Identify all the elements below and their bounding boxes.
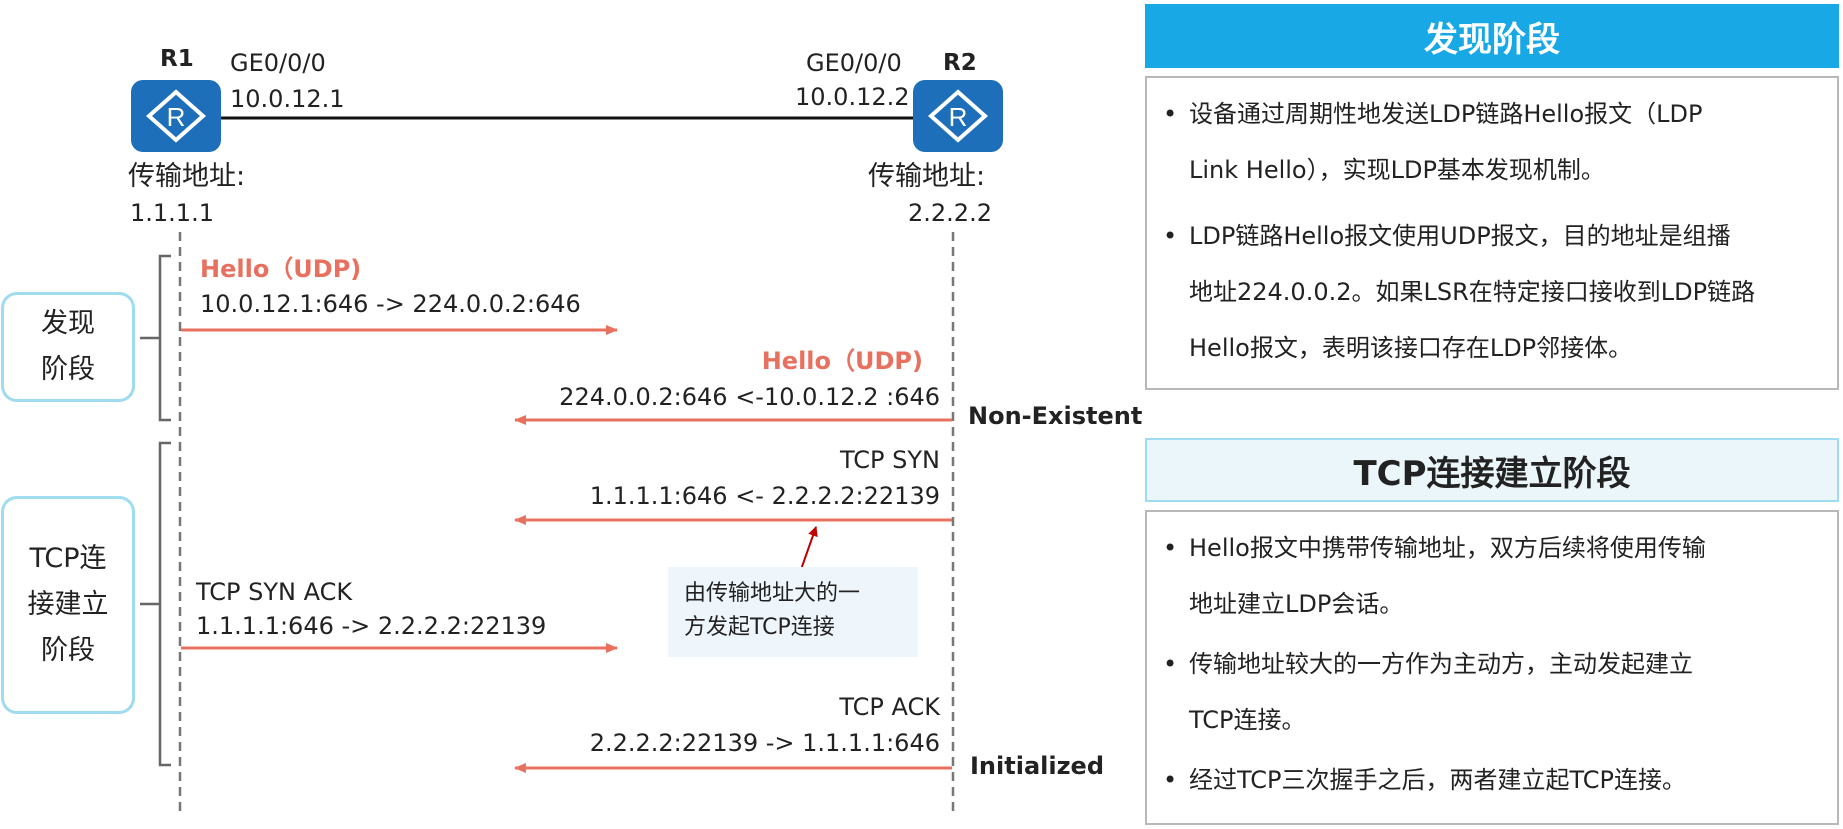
tcp-initiator-note-text: 由传输地址大的一 方发起TCP连接: [684, 581, 861, 640]
discovery-phase-box: 发现 阶段: [1, 292, 135, 402]
tcp-bracket: [140, 441, 171, 767]
tcp-phase-label: TCP连 接建立 阶段: [27, 543, 109, 666]
tcp-ack-title: TCP ACK: [839, 693, 940, 721]
r1-ip: 10.0.12.1: [230, 85, 345, 113]
tcp-initiator-note: 由传输地址大的一 方发起TCP连接: [668, 567, 918, 657]
router-glyph: R: [167, 102, 186, 132]
hello-r1-detail: 10.0.12.1:646 -> 224.0.0.2:646: [200, 290, 581, 318]
tcp-bullet: Hello报文中携带传输地址，双方后续将使用传输 地址建立LDP会话。: [1157, 520, 1825, 632]
tcp-panel-body: Hello报文中携带传输地址，双方后续将使用传输 地址建立LDP会话。 传输地址…: [1145, 510, 1839, 825]
state-non-existent: Non-Existent: [968, 402, 1143, 430]
r2-interface: GE0/0/0: [806, 49, 902, 77]
tcp-bullet: 传输地址较大的一方作为主动方，主动发起建立 TCP连接。: [1157, 636, 1825, 748]
r2-transport-label: 传输地址:: [868, 161, 986, 192]
hello-r2-detail: 224.0.0.2:646 <-10.0.12.2 :646: [559, 383, 940, 411]
discovery-phase-label: 发现 阶段: [41, 308, 95, 385]
tcp-ack-detail: 2.2.2.2:22139 -> 1.1.1.1:646: [589, 729, 940, 757]
discovery-bracket: [140, 254, 171, 422]
r2-name: R2: [943, 50, 977, 76]
r2-ip: 10.0.12.2: [795, 83, 910, 111]
state-initialized: Initialized: [970, 752, 1105, 780]
tcp-panel-title: TCP连接建立阶段: [1353, 453, 1631, 494]
router-icon: R: [913, 80, 1003, 152]
tcp-syn-detail: 1.1.1.1:646 <- 2.2.2.2:22139: [589, 482, 940, 510]
r1-transport-label: 传输地址:: [128, 161, 246, 192]
discovery-bullet: LDP链路Hello报文使用UDP报文，目的地址是组播 地址224.0.0.2。…: [1157, 208, 1825, 376]
router-glyph: R: [949, 102, 968, 132]
discovery-bullet: 设备通过周期性地发送LDP链路Hello报文（LDP Link Hello），实…: [1157, 86, 1825, 198]
tcp-bullet: 经过TCP三次握手之后，两者建立起TCP连接。: [1157, 752, 1825, 808]
r1-interface: GE0/0/0: [230, 49, 326, 77]
tcp-syn-title: TCP SYN: [840, 446, 940, 474]
discovery-panel-title: 发现阶段: [1424, 19, 1560, 60]
r1-transport-address: 1.1.1.1: [130, 199, 214, 227]
tcp-phase-box: TCP连 接建立 阶段: [1, 496, 135, 714]
hello-r1-title: Hello（UDP): [200, 255, 362, 283]
tcp-panel-header: TCP连接建立阶段: [1145, 438, 1839, 502]
tcp-synack-detail: 1.1.1.1:646 -> 2.2.2.2:22139: [196, 612, 547, 640]
r2-transport-address: 2.2.2.2: [908, 199, 992, 227]
discovery-panel-header: 发现阶段: [1145, 4, 1839, 68]
discovery-panel-body: 设备通过周期性地发送LDP链路Hello报文（LDP Link Hello），实…: [1145, 76, 1839, 390]
tcp-synack-title: TCP SYN ACK: [196, 578, 353, 606]
r1-name: R1: [160, 46, 194, 72]
router-icon: R: [131, 80, 221, 152]
hello-r2-title: Hello（UDP): [761, 347, 923, 375]
